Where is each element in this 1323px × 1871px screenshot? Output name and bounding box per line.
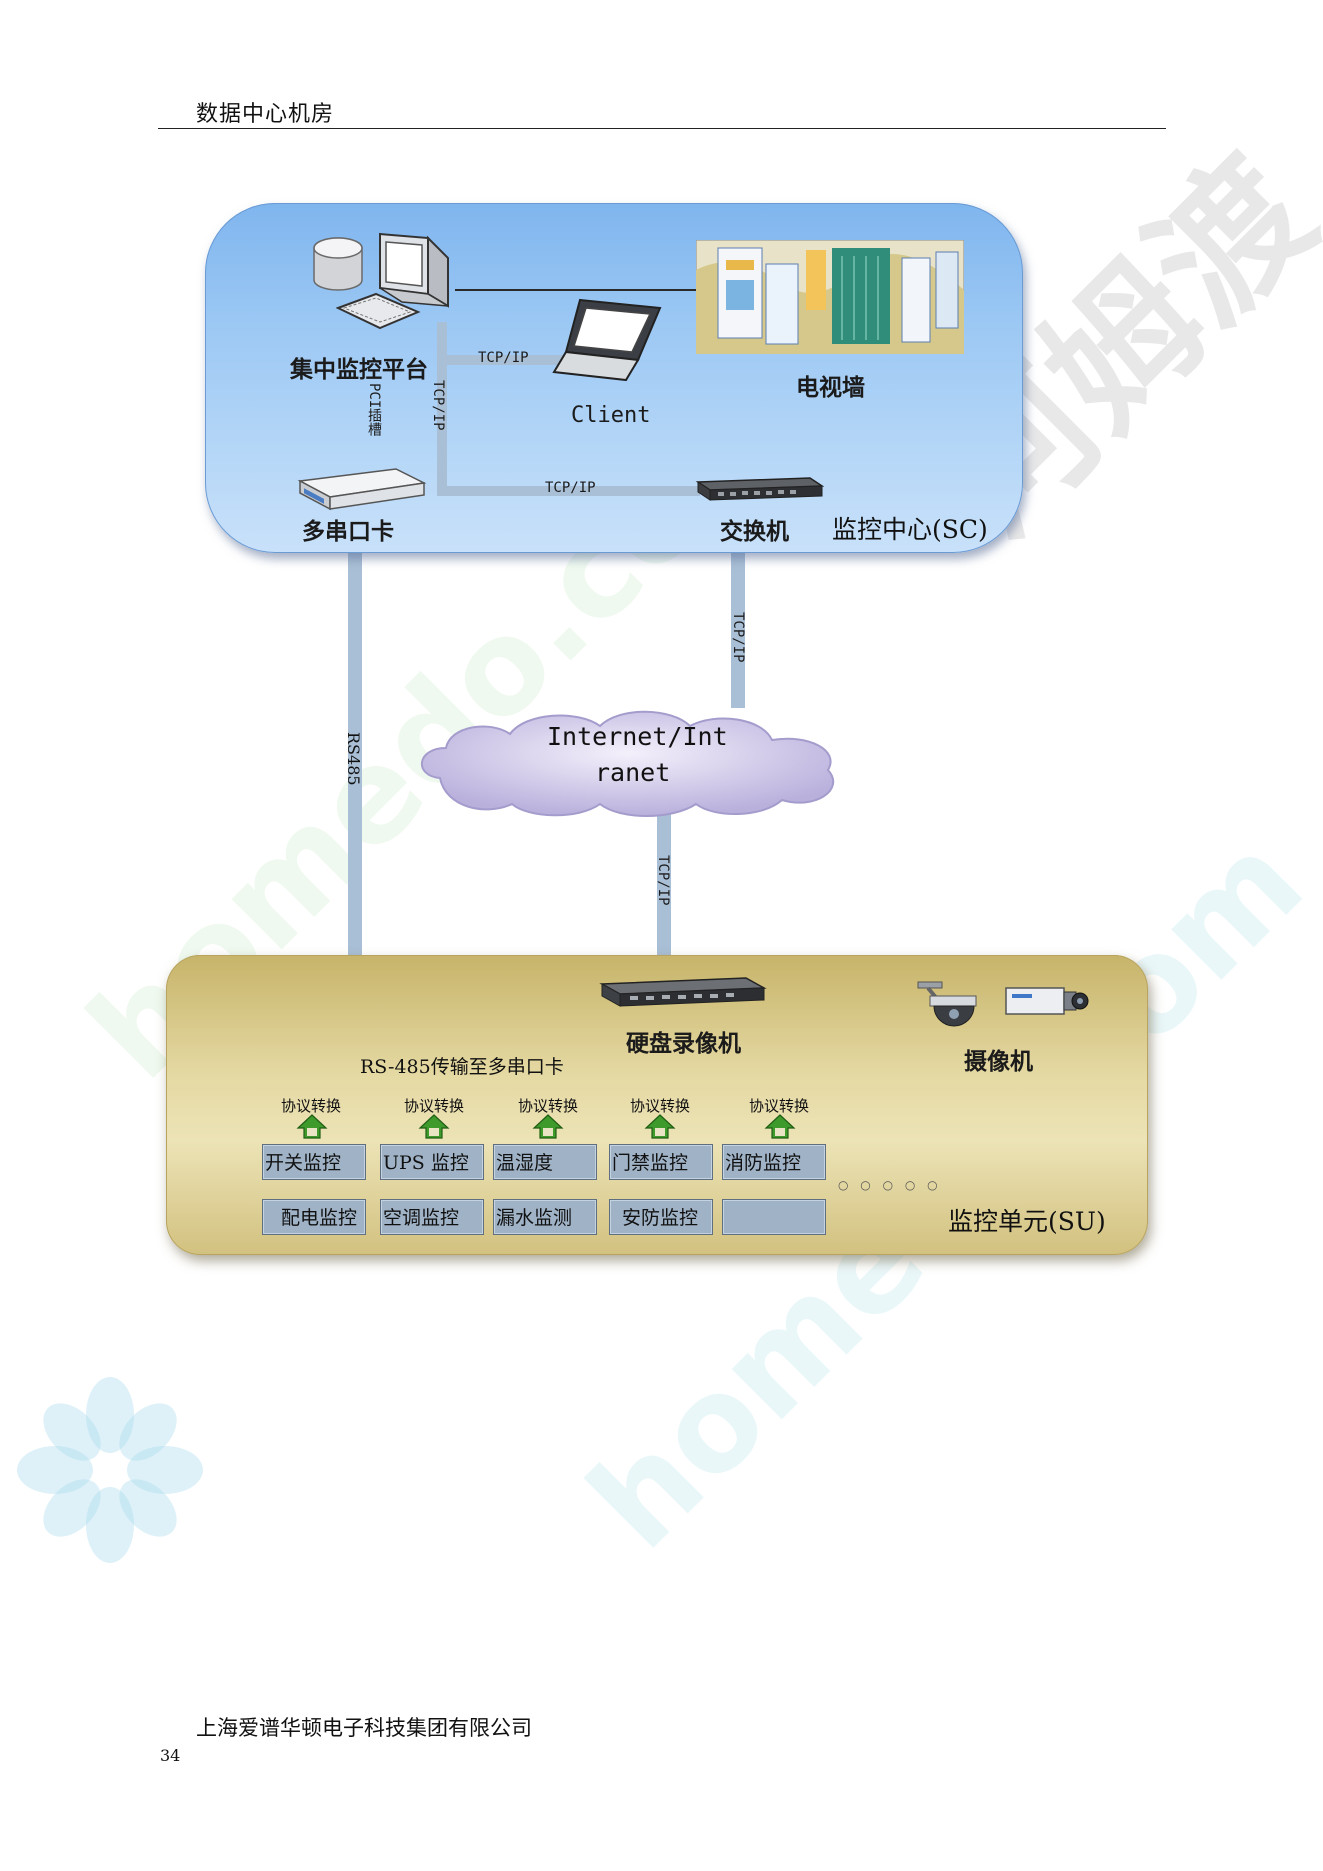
switch-label: 交换机 xyxy=(720,518,789,545)
rs485-note: RS-485传输至多串口卡 xyxy=(360,1056,564,1078)
su-cell-switch-monitor: 开关监控 xyxy=(262,1144,366,1180)
serial-card-label: 多串口卡 xyxy=(302,518,394,545)
protocol-label-5: 协议转换 xyxy=(749,1097,810,1115)
tv-wall-label: 电视墙 xyxy=(796,374,865,401)
page-header-title: 数据中心机房 xyxy=(196,102,335,127)
tcpip-client-label: TCP/IP xyxy=(478,350,529,366)
footer-company: 上海爱谱华顿电子科技集团有限公司 xyxy=(196,1716,532,1740)
rs485-link xyxy=(348,548,362,966)
rs485-label: RS485 xyxy=(344,732,363,786)
box-camera-icon xyxy=(1005,987,1089,1015)
platform-label: 集中监控平台 xyxy=(290,356,428,383)
camera-label: 摄像机 xyxy=(964,1048,1033,1075)
cloud-label-line1: Internet/Int xyxy=(547,722,728,751)
su-cell-fire-monitor: 消防监控 xyxy=(722,1144,826,1180)
workstation-icon xyxy=(336,232,449,330)
su-cell-water-leak: 漏水监测 xyxy=(493,1199,597,1235)
page-number: 34 xyxy=(160,1746,181,1765)
protocol-label-1: 协议转换 xyxy=(281,1097,342,1115)
tcpip-upper-label: TCP/IP xyxy=(730,612,746,663)
switch-icon xyxy=(695,477,824,501)
tcpip-lower-label: TCP/IP xyxy=(655,855,671,906)
su-cell-temp-humidity: 温湿度 xyxy=(493,1144,597,1180)
protocol-label-4: 协议转换 xyxy=(630,1097,691,1115)
internet-cloud-icon xyxy=(421,710,835,817)
tcpip-vertical-label: TCP/IP xyxy=(430,380,446,431)
dvr-icon xyxy=(599,977,767,1007)
su-cell-security: 安防监控 xyxy=(609,1199,713,1235)
header-divider xyxy=(158,128,1166,129)
cloud-label-line2: ranet xyxy=(595,758,671,787)
tcpip-switch-label: TCP/IP xyxy=(545,480,596,496)
ellipsis-dots: ○ ○ ○ ○ ○ xyxy=(838,1178,942,1192)
protocol-label-3: 协议转换 xyxy=(518,1097,579,1115)
su-cell-power-distribution: 配电监控 xyxy=(262,1199,366,1235)
dvr-label: 硬盘录像机 xyxy=(626,1030,741,1057)
su-title: 监控单元(SU) xyxy=(948,1207,1106,1236)
tv-wall-icon xyxy=(696,240,964,354)
dome-camera-icon xyxy=(917,981,977,1027)
su-cell-empty xyxy=(722,1199,826,1235)
client-label: Client xyxy=(571,403,651,428)
sc-title: 监控中心(SC) xyxy=(832,515,988,544)
pci-slot-label: PCI插槽 xyxy=(366,383,382,437)
su-cell-air-conditioning: 空调监控 xyxy=(380,1199,484,1235)
su-cell-ups-monitor: UPS 监控 xyxy=(380,1144,484,1180)
sc-cloud-link xyxy=(731,548,745,708)
cloud-dvr-link xyxy=(657,790,671,978)
laptop-icon xyxy=(552,298,662,382)
database-icon xyxy=(313,237,363,291)
su-cell-access-control: 门禁监控 xyxy=(609,1144,713,1180)
protocol-label-2: 协议转换 xyxy=(404,1097,465,1115)
serial-card-icon xyxy=(297,468,427,511)
